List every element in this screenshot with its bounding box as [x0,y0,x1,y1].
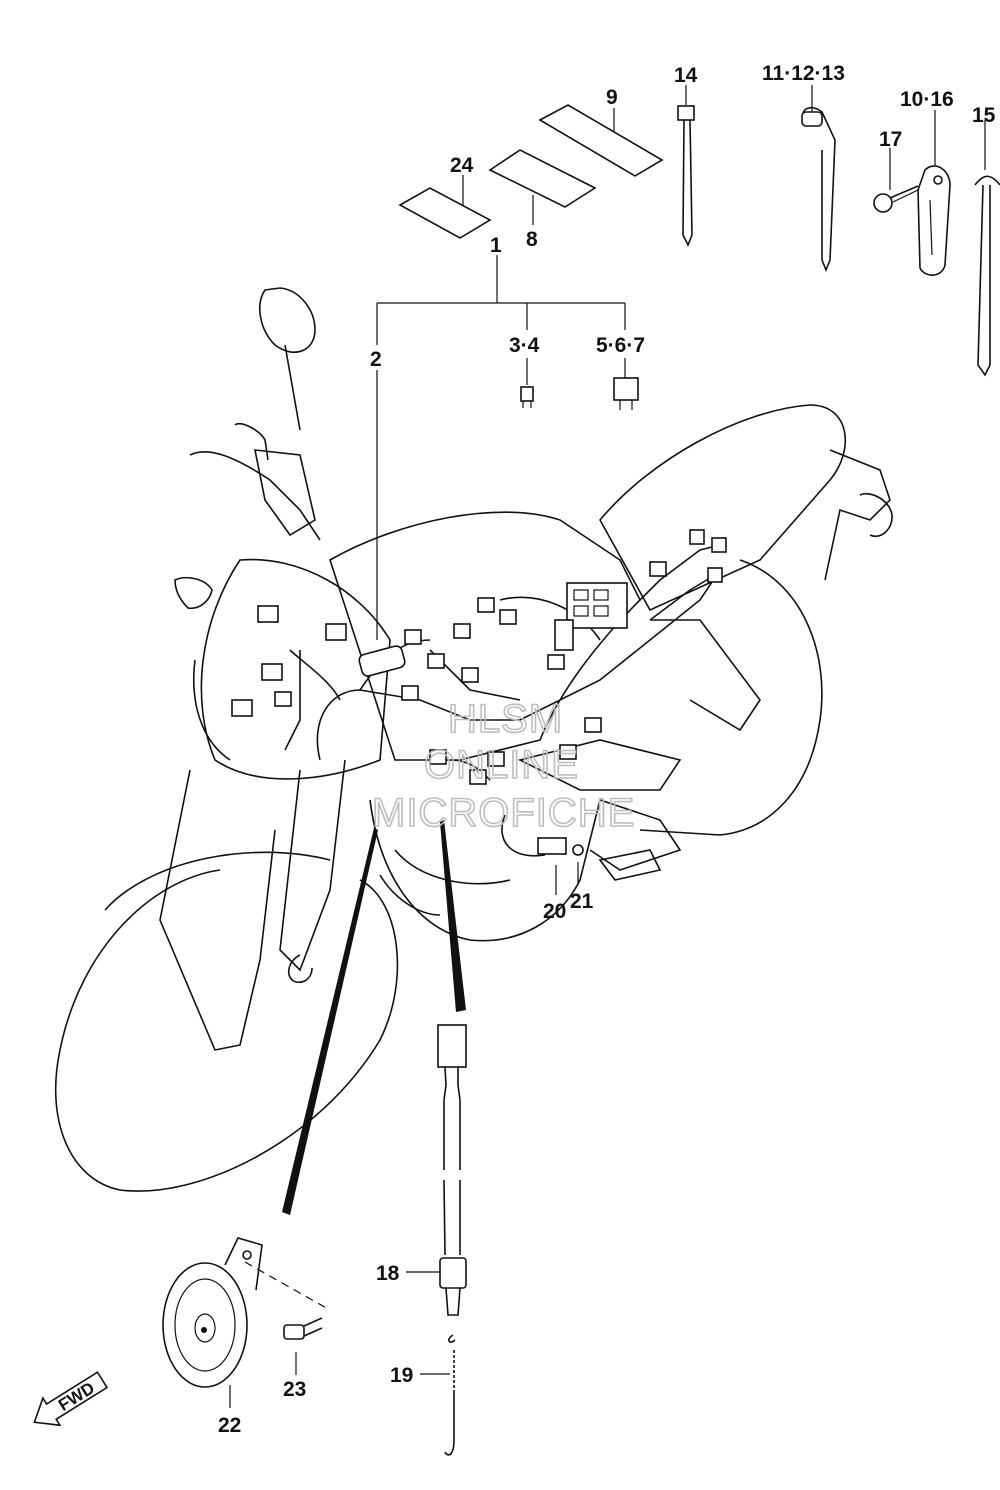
callout-19: 19 [390,1364,413,1387]
callout-11-12-13: 11·12·13 [762,62,845,85]
brake-switch-assembly [437,1024,467,1456]
callout-10-16: 10·16 [900,88,954,111]
callout-14: 14 [674,64,698,87]
loose-parts [398,104,1000,410]
callout-5-6-7: 5·6·7 [596,334,645,357]
callout-21: 21 [570,890,594,913]
watermark-line-2: ONLINE [424,743,579,787]
callout-2: 2 [370,348,382,371]
watermark-line-3: MICROFICHE [372,791,635,835]
horn-assembly [162,1237,323,1388]
fwd-direction-arrow: FWD [33,1371,109,1427]
callout-18: 18 [376,1262,400,1285]
callout-23: 23 [283,1378,306,1401]
leader-lines [229,85,986,1408]
watermark: HLSM ONLINE MICROFICHE [371,696,635,836]
wiring-harness [231,529,727,857]
motorcycle-outline [54,287,893,1192]
callout-8: 8 [526,228,538,251]
callout-1: 1 [490,234,502,257]
callout-22: 22 [218,1414,241,1437]
callout-17: 17 [879,128,902,151]
callout-20: 20 [543,900,566,923]
watermark-line-1: HLSM [448,697,563,741]
callout-9: 9 [606,86,618,109]
callout-3-4: 3·4 [509,334,540,357]
callout-15: 15 [972,104,996,127]
callout-labels: 1 2 3·4 5·6·7 8 9 10·16 11·12·13 14 15 1… [218,62,996,1437]
callout-24: 24 [450,154,474,177]
